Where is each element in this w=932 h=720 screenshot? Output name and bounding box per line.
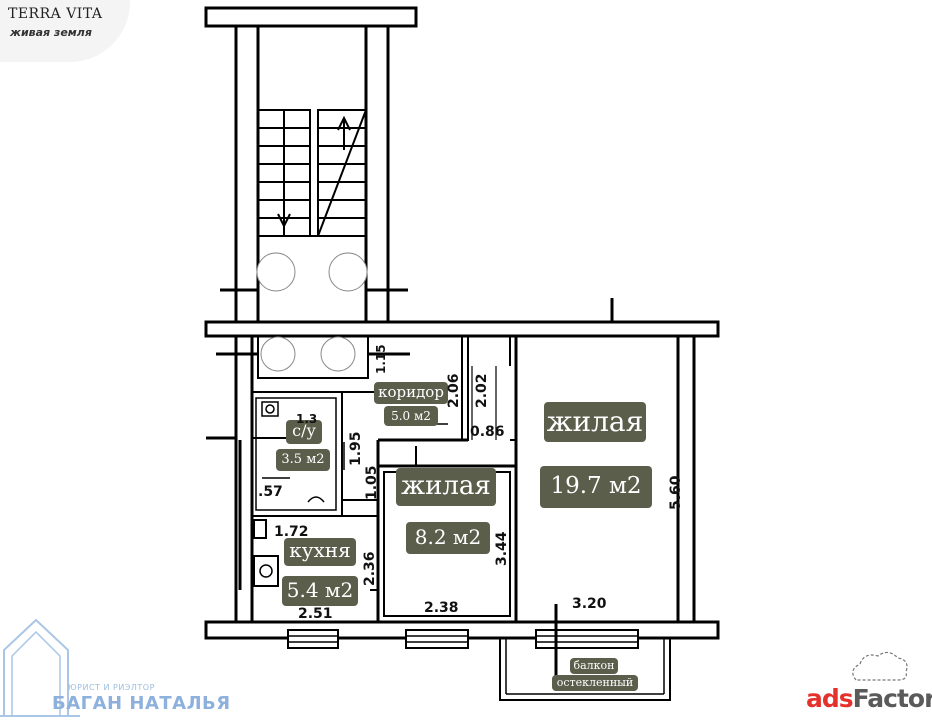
watermark-role: ЮРИСТ И РИЭЛТОР: [68, 683, 155, 692]
interior-walls: [251, 335, 518, 624]
dimension-057: .57: [258, 484, 283, 500]
label-balcony-line1: балкон: [570, 658, 618, 674]
label-corridor-area: 5.0 м2: [384, 406, 438, 426]
label-bathroom-area: 3.5 м2: [276, 449, 330, 471]
dimension-206: 2.06: [446, 373, 462, 408]
watermark-name: БАГАН НАТАЛЬЯ: [52, 693, 231, 714]
dimension-115: 1.15: [374, 344, 388, 374]
staircase: [204, 6, 418, 324]
label-bathroom-name: с/у: [286, 420, 322, 444]
label-balcony-line2: остекленный: [552, 675, 638, 691]
dimension-195: 1.95: [348, 431, 364, 466]
adsfactory-logo: adsFactory: [806, 684, 932, 713]
dimension-251: 2.51: [298, 606, 333, 622]
dimension-105: 1.05: [364, 465, 380, 500]
label-living-small-area: 8.2 м2: [406, 522, 490, 554]
label-kitchen-name: кухня: [284, 538, 356, 566]
dimension-320: 3.20: [572, 596, 607, 612]
dimension-344: 3.44: [494, 531, 510, 566]
ads-logo-rest: Factory: [852, 684, 932, 713]
dimension-236: 2.36: [362, 551, 378, 586]
dimension-172: 1.72: [274, 524, 309, 540]
dimension-238: 2.38: [424, 600, 459, 616]
dimension-13: 1.3: [296, 412, 318, 426]
cloud-icon: [852, 651, 908, 681]
house-logo-icon: [0, 618, 80, 717]
dimension-560: 5.60: [668, 475, 684, 510]
label-living-small-name: жилая: [396, 468, 496, 506]
label-living-big-name: жилая: [544, 402, 646, 442]
label-corridor-name: коридор: [374, 382, 448, 404]
label-living-big-area: 19.7 м2: [540, 466, 652, 508]
label-kitchen-area: 5.4 м2: [282, 576, 358, 606]
ads-logo-red: ads: [806, 684, 854, 713]
dimension-086: 0.86: [470, 424, 505, 440]
brand-title: TERRA VITA: [8, 6, 103, 22]
brand-subtitle: живая земля: [10, 26, 92, 39]
dimension-202: 2.02: [474, 373, 490, 408]
